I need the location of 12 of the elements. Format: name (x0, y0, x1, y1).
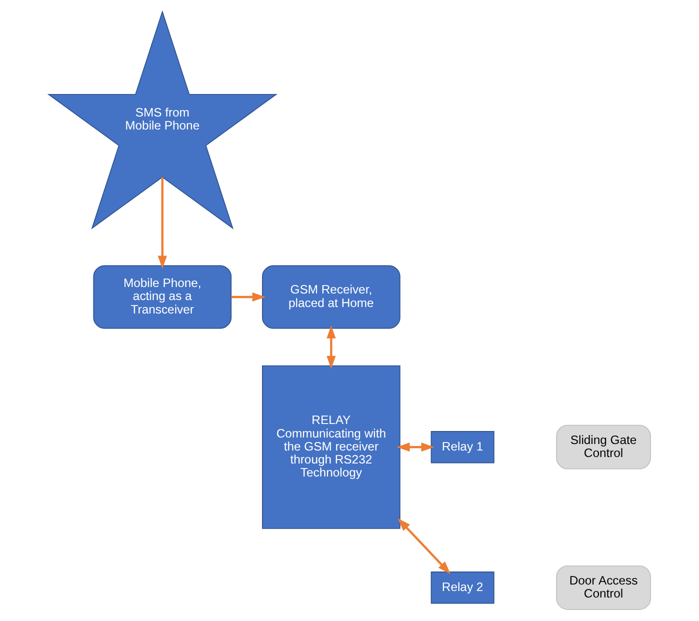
node-box: Relay 2 (430, 572, 494, 604)
arrow (158, 177, 167, 269)
node-box: Door Access Control (556, 565, 651, 610)
node-box: GSM Receiver, placed at Home (262, 265, 400, 329)
node-box: RELAY Communicating with the GSM receiver through RS232 Technology (262, 365, 400, 529)
node-box: Sliding Gate Control (556, 424, 651, 470)
arrow (396, 442, 434, 452)
arrow (231, 292, 266, 302)
node-box: Mobile Phone, acting as a Transceiver (93, 265, 232, 329)
arrow (326, 325, 336, 369)
arrow (398, 518, 451, 574)
node-box: Relay 1 (430, 431, 494, 464)
